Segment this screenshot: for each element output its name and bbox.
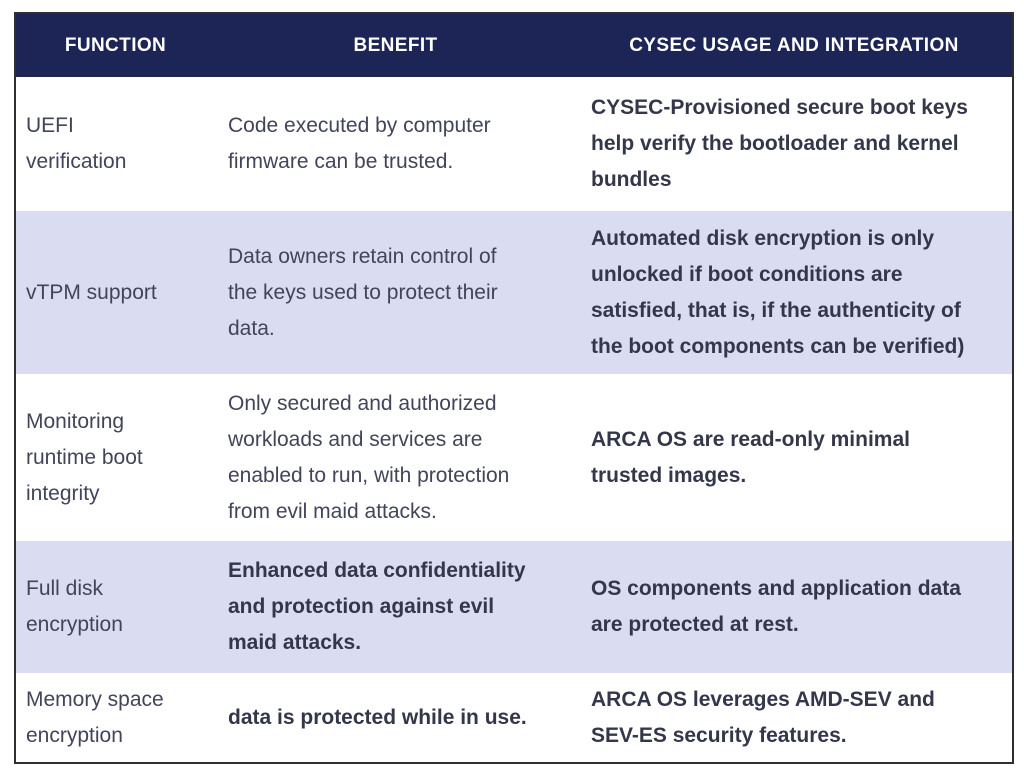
column-header-benefit: BENEFIT	[215, 13, 576, 77]
table-row-uefi-verification: UEFI verification Code executed by compu…	[15, 77, 1013, 211]
table-header-row: FUNCTION BENEFIT CYSEC USAGE AND INTEGRA…	[15, 13, 1013, 77]
cell-function: UEFI verification	[26, 114, 127, 173]
cell-cysec-usage: OS components and application data are p…	[591, 577, 961, 636]
cell-benefit: Data owners retain control of the keys u…	[228, 244, 498, 340]
cell-function: Full disk encryption	[26, 577, 123, 636]
cell-cysec-usage: CYSEC-Provisioned secure boot keys help …	[591, 96, 968, 191]
cell-benefit: Enhanced data confidentiality and protec…	[228, 559, 526, 654]
column-header-function: FUNCTION	[15, 13, 215, 77]
cell-cysec-usage: ARCA OS are read-only minimal trusted im…	[591, 427, 910, 487]
cell-benefit: Code executed by computer firmware can b…	[228, 114, 491, 173]
cell-function: Monitoring runtime boot integrity	[26, 409, 143, 505]
cell-function: vTPM support	[26, 280, 157, 304]
cell-benefit: data is protected while in use.	[228, 705, 527, 729]
cell-cysec-usage: ARCA OS leverages AMD-SEV and SEV-ES sec…	[591, 687, 935, 747]
table-row-monitoring-runtime-boot-integrity: Monitoring runtime boot integrity Only s…	[15, 374, 1013, 541]
column-header-cysec-usage: CYSEC USAGE AND INTEGRATION	[576, 13, 1013, 77]
table-row-full-disk-encryption: Full disk encryption Enhanced data confi…	[15, 541, 1013, 673]
cell-benefit: Only secured and authorized workloads an…	[228, 391, 510, 523]
cell-function: Memory space encryption	[26, 687, 164, 747]
table-row-vtpm-support: vTPM support Data owners retain control …	[15, 211, 1013, 374]
security-features-table: FUNCTION BENEFIT CYSEC USAGE AND INTEGRA…	[14, 12, 1014, 764]
cell-cysec-usage: Automated disk encryption is only unlock…	[591, 226, 965, 358]
table-row-memory-space-encryption: Memory space encryption data is protecte…	[15, 673, 1013, 763]
